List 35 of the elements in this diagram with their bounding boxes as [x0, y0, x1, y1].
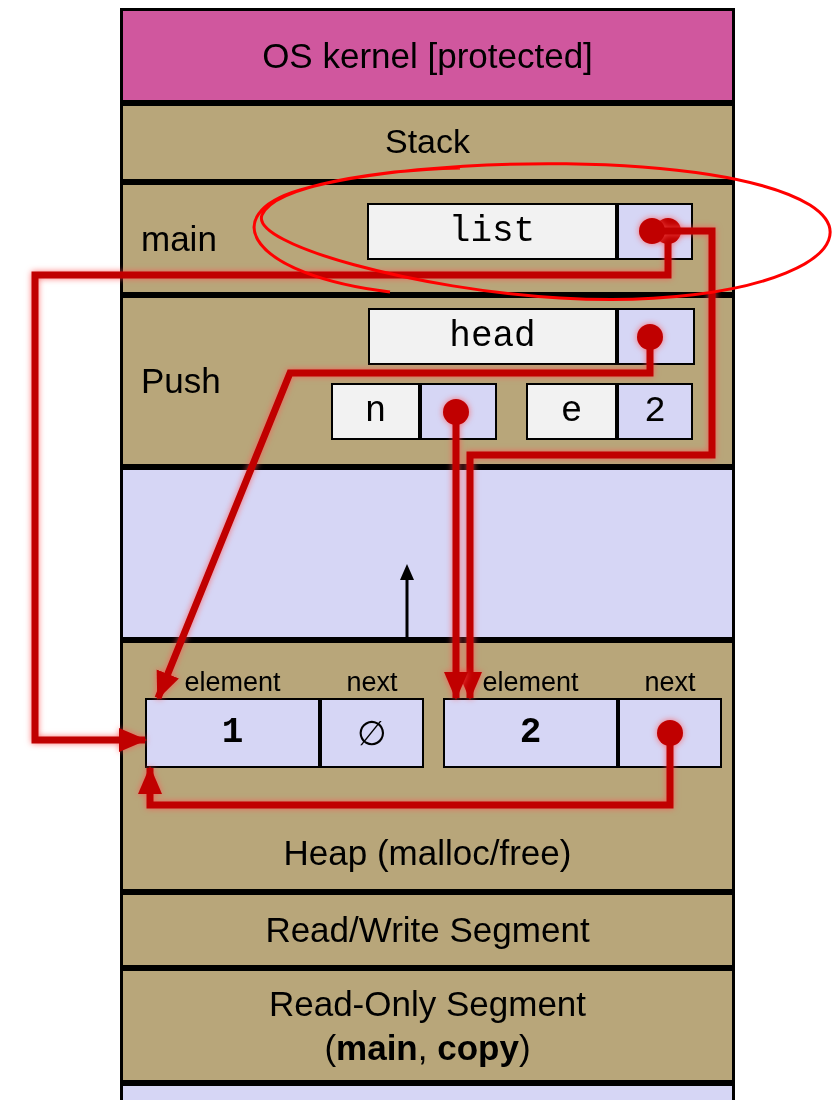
free-memory-band — [120, 1083, 735, 1100]
value-text: 2 — [644, 393, 666, 430]
segment-label: Stack — [383, 121, 471, 162]
frame-label: main — [141, 217, 217, 260]
stack-frame — [120, 295, 735, 467]
pointer-arrow — [443, 399, 469, 700]
value-text: 2 — [519, 715, 542, 751]
value-text: 1 — [221, 715, 244, 751]
field-label: next — [643, 668, 697, 698]
null-symbol: ∅ — [357, 716, 387, 750]
segment-label: OS kernel [protected] — [262, 34, 593, 77]
memory-segment-band — [120, 892, 735, 968]
field-label: element — [183, 668, 282, 698]
segment-label: Read/Write Segment — [265, 909, 590, 952]
field-label: next — [345, 668, 399, 698]
memory-segment-band — [120, 640, 735, 892]
memory-segment-band — [120, 968, 735, 1083]
frame-label: Push — [141, 360, 221, 403]
variable-cell — [331, 383, 420, 440]
pointer-arrow — [31, 218, 681, 752]
pointer-arrow — [154, 324, 663, 700]
variable-name: e — [560, 393, 583, 430]
variable-cell — [368, 308, 617, 365]
pointer-arrow — [138, 720, 683, 809]
value-cell — [617, 383, 693, 440]
variable-name: head — [449, 318, 536, 355]
memory-segment-band — [120, 8, 735, 103]
variable-name: n — [364, 393, 387, 430]
segment-label: Heap (malloc/free) — [283, 832, 572, 875]
segment-label: Read-Only Segment (main, copy) — [267, 982, 588, 1069]
variable-name: list — [448, 213, 536, 250]
variable-cell — [526, 383, 617, 440]
memory-segment-band — [120, 103, 735, 182]
field-label: element — [481, 668, 580, 698]
variable-cell — [367, 203, 617, 260]
